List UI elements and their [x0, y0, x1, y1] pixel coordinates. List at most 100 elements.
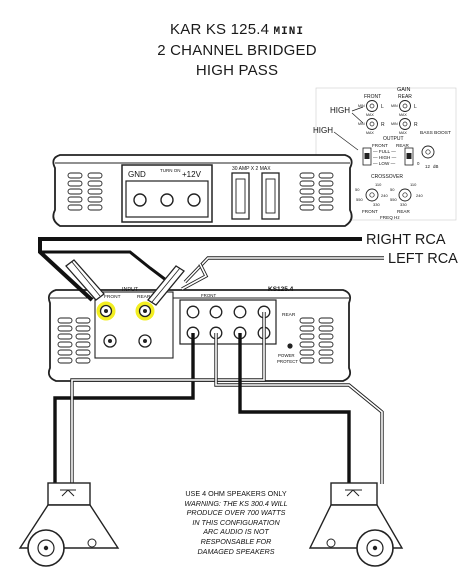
right-speaker-wire-negative [238, 333, 351, 484]
right-rca-label: RIGHT RCA [366, 232, 446, 248]
gain-label: GAIN [397, 87, 410, 93]
right-speaker [308, 482, 404, 567]
speaker-terminal-1[interactable] [186, 305, 200, 319]
xo-front-110: 110 [375, 182, 382, 187]
plus12v-label: +12V [182, 170, 202, 179]
rca-cables [38, 237, 384, 306]
title-line-2: 2 CHANNEL BRIDGED [157, 42, 317, 59]
xo-rear-550: 550 [390, 197, 397, 202]
speaker-terminal-2[interactable] [209, 305, 223, 319]
bass-boost-label: BASS BOOST [420, 130, 451, 136]
amp-top-right-fins [299, 172, 334, 211]
right-speaker-terminal [326, 538, 336, 548]
gain-front-r-channel: R [381, 122, 385, 128]
power-label: POWER [278, 353, 295, 358]
high-arrow-1b [351, 112, 364, 124]
gnd-terminal[interactable] [133, 193, 147, 207]
right-speaker-wire-positive-core [215, 333, 383, 484]
high-arrow-2 [333, 131, 359, 151]
rca-front-r-pin [108, 339, 112, 343]
gain-rear-l-max: MAX [399, 113, 407, 117]
output-switch-front-knob [364, 153, 370, 159]
high-arrow-1 [351, 106, 364, 112]
amp-bottom-view: INPUT FRONT REAR KS125.4 FRONT REAR POWE… [47, 286, 352, 382]
output-switch-rear-knob [406, 153, 412, 159]
gain-rear-label: REAR [398, 94, 412, 100]
plus12v-terminal[interactable] [187, 193, 201, 207]
bass-boost-knob[interactable] [421, 145, 435, 159]
amp-top-view: GND TURN ON +12V 30 AMP X 2 MAX [52, 154, 353, 227]
fuse-rating-label: 30 AMP X 2 MAX [232, 166, 271, 172]
title-line-1: KAR KS 125.4 MINI [0, 21, 474, 38]
crossover-knob-front[interactable] [365, 188, 379, 202]
left-rca-cable-outline [183, 256, 384, 284]
gain-rear-r-min: MIN [391, 122, 398, 126]
right-rca-cable-branch [40, 250, 171, 285]
model-suffix: MINI [273, 26, 304, 38]
gain-rear-l-channel: L [414, 104, 417, 110]
gain-rear-l-min: MIN [391, 104, 398, 108]
amp-bottom-right-fins [299, 317, 334, 364]
note-line-3: PRODUCE OVER 700 WATTS [186, 508, 286, 518]
left-rca-label: LEFT RCA [388, 251, 458, 267]
gnd-label: GND [128, 170, 146, 179]
xo-front-label: FRONT [362, 209, 378, 214]
input-label: INPUT [122, 287, 139, 293]
xo-rear-label: REAR [397, 209, 410, 214]
gain-front-label: FRONT [364, 94, 381, 100]
amp-bottom-left-fins [57, 317, 91, 364]
xo-freq-label: FREQ Hz [380, 215, 400, 220]
crossover-label: CROSSOVER [371, 174, 403, 180]
title-line-3: HIGH PASS [195, 62, 279, 79]
gain-front-l-channel: L [381, 104, 384, 110]
note-line-7: DAMAGED SPEAKERS [197, 546, 275, 556]
note-line-6: RESPONSABLE FOR [200, 536, 272, 546]
speaker-rear-label: REAR [282, 312, 296, 318]
gain-knob-rear-r[interactable] [399, 118, 411, 130]
fuse-2-inner [265, 178, 276, 214]
turn-on-terminal[interactable] [160, 193, 174, 207]
crossover-knob-rear[interactable] [398, 188, 412, 202]
xo-rear-50: 50 [390, 187, 395, 192]
gain-front-r-min: MIN [358, 122, 365, 126]
xo-front-240: 240 [381, 193, 388, 198]
left-rca-cable-core [184, 257, 384, 283]
bass-boost-db: dB [433, 164, 438, 169]
output-high-label: — HIGH — [373, 155, 397, 160]
gain-front-l-max: MAX [366, 113, 374, 117]
output-front-label: FRONT [372, 143, 388, 148]
warning-note: USE 4 OHM SPEAKERS ONLY WARNING: THE KS … [128, 489, 344, 556]
gain-rear-r-channel: R [414, 122, 418, 128]
left-speaker-terminal [87, 538, 97, 548]
xo-rear-240: 240 [416, 193, 423, 198]
gain-knob-front-l[interactable] [366, 100, 378, 112]
xo-front-550: 550 [356, 197, 363, 202]
input-rear-label: REAR [137, 294, 151, 300]
fuse-2[interactable] [261, 172, 280, 220]
high-label-2: HIGH [313, 126, 333, 135]
speaker-terminal-3[interactable] [233, 305, 247, 319]
high-label-1: HIGH [330, 106, 350, 115]
note-line-4: IN THIS CONFIGURATION [192, 517, 280, 527]
amp-model-label: KS125.4 [268, 286, 294, 293]
gain-knob-rear-l[interactable] [399, 100, 411, 112]
note-line-5: ARC AUDIO IS NOT [203, 527, 269, 537]
speaker-wires [53, 312, 384, 484]
rca-plug-rear [147, 265, 185, 306]
fuse-1[interactable] [231, 172, 250, 220]
gain-rear-r-max: MAX [399, 131, 407, 135]
gain-front-l-min: MIN [358, 104, 365, 108]
power-protect-led [287, 343, 293, 349]
output-label: OUTPUT [383, 136, 404, 142]
left-speaker-magnet [47, 482, 91, 506]
input-front-label: FRONT [104, 294, 121, 300]
note-line-1: USE 4 OHM SPEAKERS ONLY [185, 489, 287, 498]
gain-knob-front-r[interactable] [366, 118, 378, 130]
rca-plug-front [65, 259, 105, 301]
left-speaker-wire-negative [53, 333, 195, 484]
turn-on-label: TURN ON [160, 168, 181, 173]
gain-front-r-max: MAX [366, 131, 374, 135]
fuse-1-inner [235, 178, 246, 214]
speaker-front-label: FRONT [201, 293, 216, 298]
